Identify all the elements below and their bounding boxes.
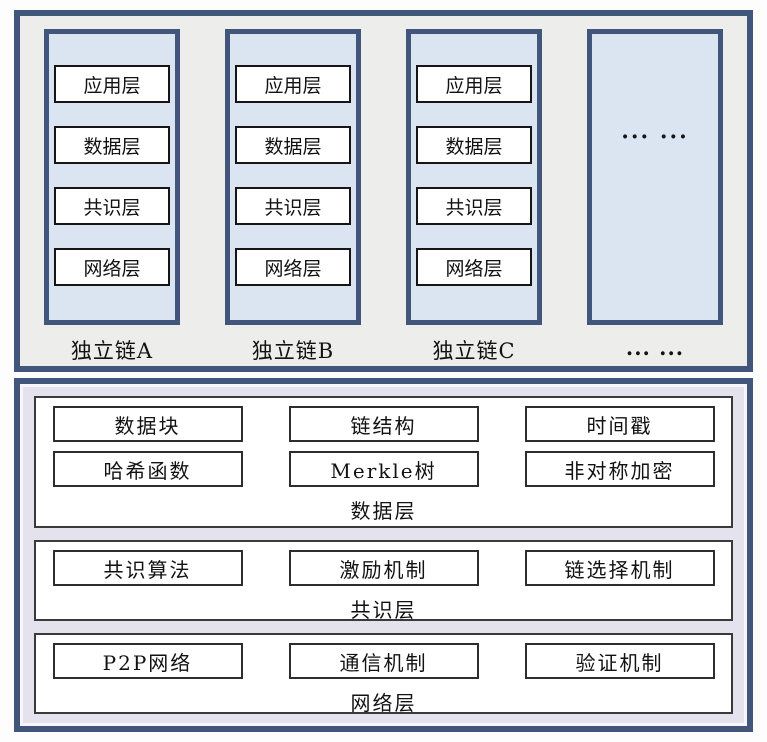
chain-b-network-layer: 网络层 bbox=[235, 248, 351, 286]
chain-c-consensus-layer: 共识层 bbox=[416, 187, 532, 225]
ellipsis-dots: ··· ··· bbox=[621, 124, 689, 150]
chain-c: 应用层 数据层 共识层 网络层 独立链C bbox=[406, 29, 542, 366]
incentive-mechanism-box: 激励机制 bbox=[288, 550, 479, 586]
chain-a-data-layer: 数据层 bbox=[54, 126, 170, 164]
chain-b-data-layer: 数据层 bbox=[235, 126, 351, 164]
data-block-box: 数据块 bbox=[52, 406, 243, 442]
chain-selection-mechanism-box: 链选择机制 bbox=[524, 550, 715, 586]
verification-mechanism-box: 验证机制 bbox=[524, 643, 715, 679]
chain-b-stack: 应用层 数据层 共识层 网络层 bbox=[225, 29, 361, 325]
chain-c-label: 独立链C bbox=[432, 339, 516, 363]
hash-function-box: 哈希函数 bbox=[52, 451, 243, 487]
chain-placeholder-stack: ··· ··· bbox=[587, 29, 723, 325]
chain-c-application-layer: 应用层 bbox=[416, 65, 532, 103]
chain-c-network-layer: 网络层 bbox=[416, 248, 532, 286]
chain-b: 应用层 数据层 共识层 网络层 独立链B bbox=[225, 29, 361, 366]
network-layer-group-label: 网络层 bbox=[350, 691, 417, 715]
p2p-network-box: P2P网络 bbox=[52, 643, 243, 679]
data-layer-row-2: 哈希函数 Merkle树 非对称加密 bbox=[52, 451, 715, 487]
chain-placeholder-label: ... ... bbox=[625, 335, 685, 360]
consensus-layer-group-label: 共识层 bbox=[350, 598, 417, 622]
data-layer-group-label: 数据层 bbox=[350, 499, 417, 523]
chain-placeholder: ··· ··· ... ... bbox=[587, 29, 723, 366]
data-layer-row-1: 数据块 链结构 时间戳 bbox=[52, 406, 715, 442]
chain-a-consensus-layer: 共识层 bbox=[54, 187, 170, 225]
chain-b-application-layer: 应用层 bbox=[235, 65, 351, 103]
chain-a-application-layer: 应用层 bbox=[54, 65, 170, 103]
communication-mechanism-box: 通信机制 bbox=[288, 643, 479, 679]
independent-chains-panel: 应用层 数据层 共识层 网络层 独立链A 应用层 数据层 共识层 网络层 独立链… bbox=[14, 10, 753, 372]
chain-a-label: 独立链A bbox=[70, 339, 154, 363]
chain-a: 应用层 数据层 共识层 网络层 独立链A bbox=[44, 29, 180, 366]
consensus-layer-row: 共识算法 激励机制 链选择机制 bbox=[52, 550, 715, 586]
network-layer-group: P2P网络 通信机制 验证机制 网络层 bbox=[34, 633, 733, 715]
data-layer-group: 数据块 链结构 时间戳 哈希函数 Merkle树 非对称加密 数据层 bbox=[34, 396, 733, 528]
chain-c-stack: 应用层 数据层 共识层 网络层 bbox=[406, 29, 542, 325]
network-layer-row: P2P网络 通信机制 验证机制 bbox=[52, 643, 715, 679]
merkle-tree-box: Merkle树 bbox=[288, 451, 479, 487]
chain-structure-box: 链结构 bbox=[288, 406, 479, 442]
layer-decomposition-panel: 数据块 链结构 时间戳 哈希函数 Merkle树 非对称加密 数据层 共识算法 … bbox=[14, 378, 753, 732]
consensus-layer-group: 共识算法 激励机制 链选择机制 共识层 bbox=[34, 540, 733, 622]
timestamp-box: 时间戳 bbox=[524, 406, 715, 442]
chain-c-data-layer: 数据层 bbox=[416, 126, 532, 164]
consensus-algorithm-box: 共识算法 bbox=[52, 550, 243, 586]
chain-b-consensus-layer: 共识层 bbox=[235, 187, 351, 225]
chain-b-label: 独立链B bbox=[251, 339, 335, 363]
chain-a-network-layer: 网络层 bbox=[54, 248, 170, 286]
chain-a-stack: 应用层 数据层 共识层 网络层 bbox=[44, 29, 180, 325]
asymmetric-encryption-box: 非对称加密 bbox=[524, 451, 715, 487]
